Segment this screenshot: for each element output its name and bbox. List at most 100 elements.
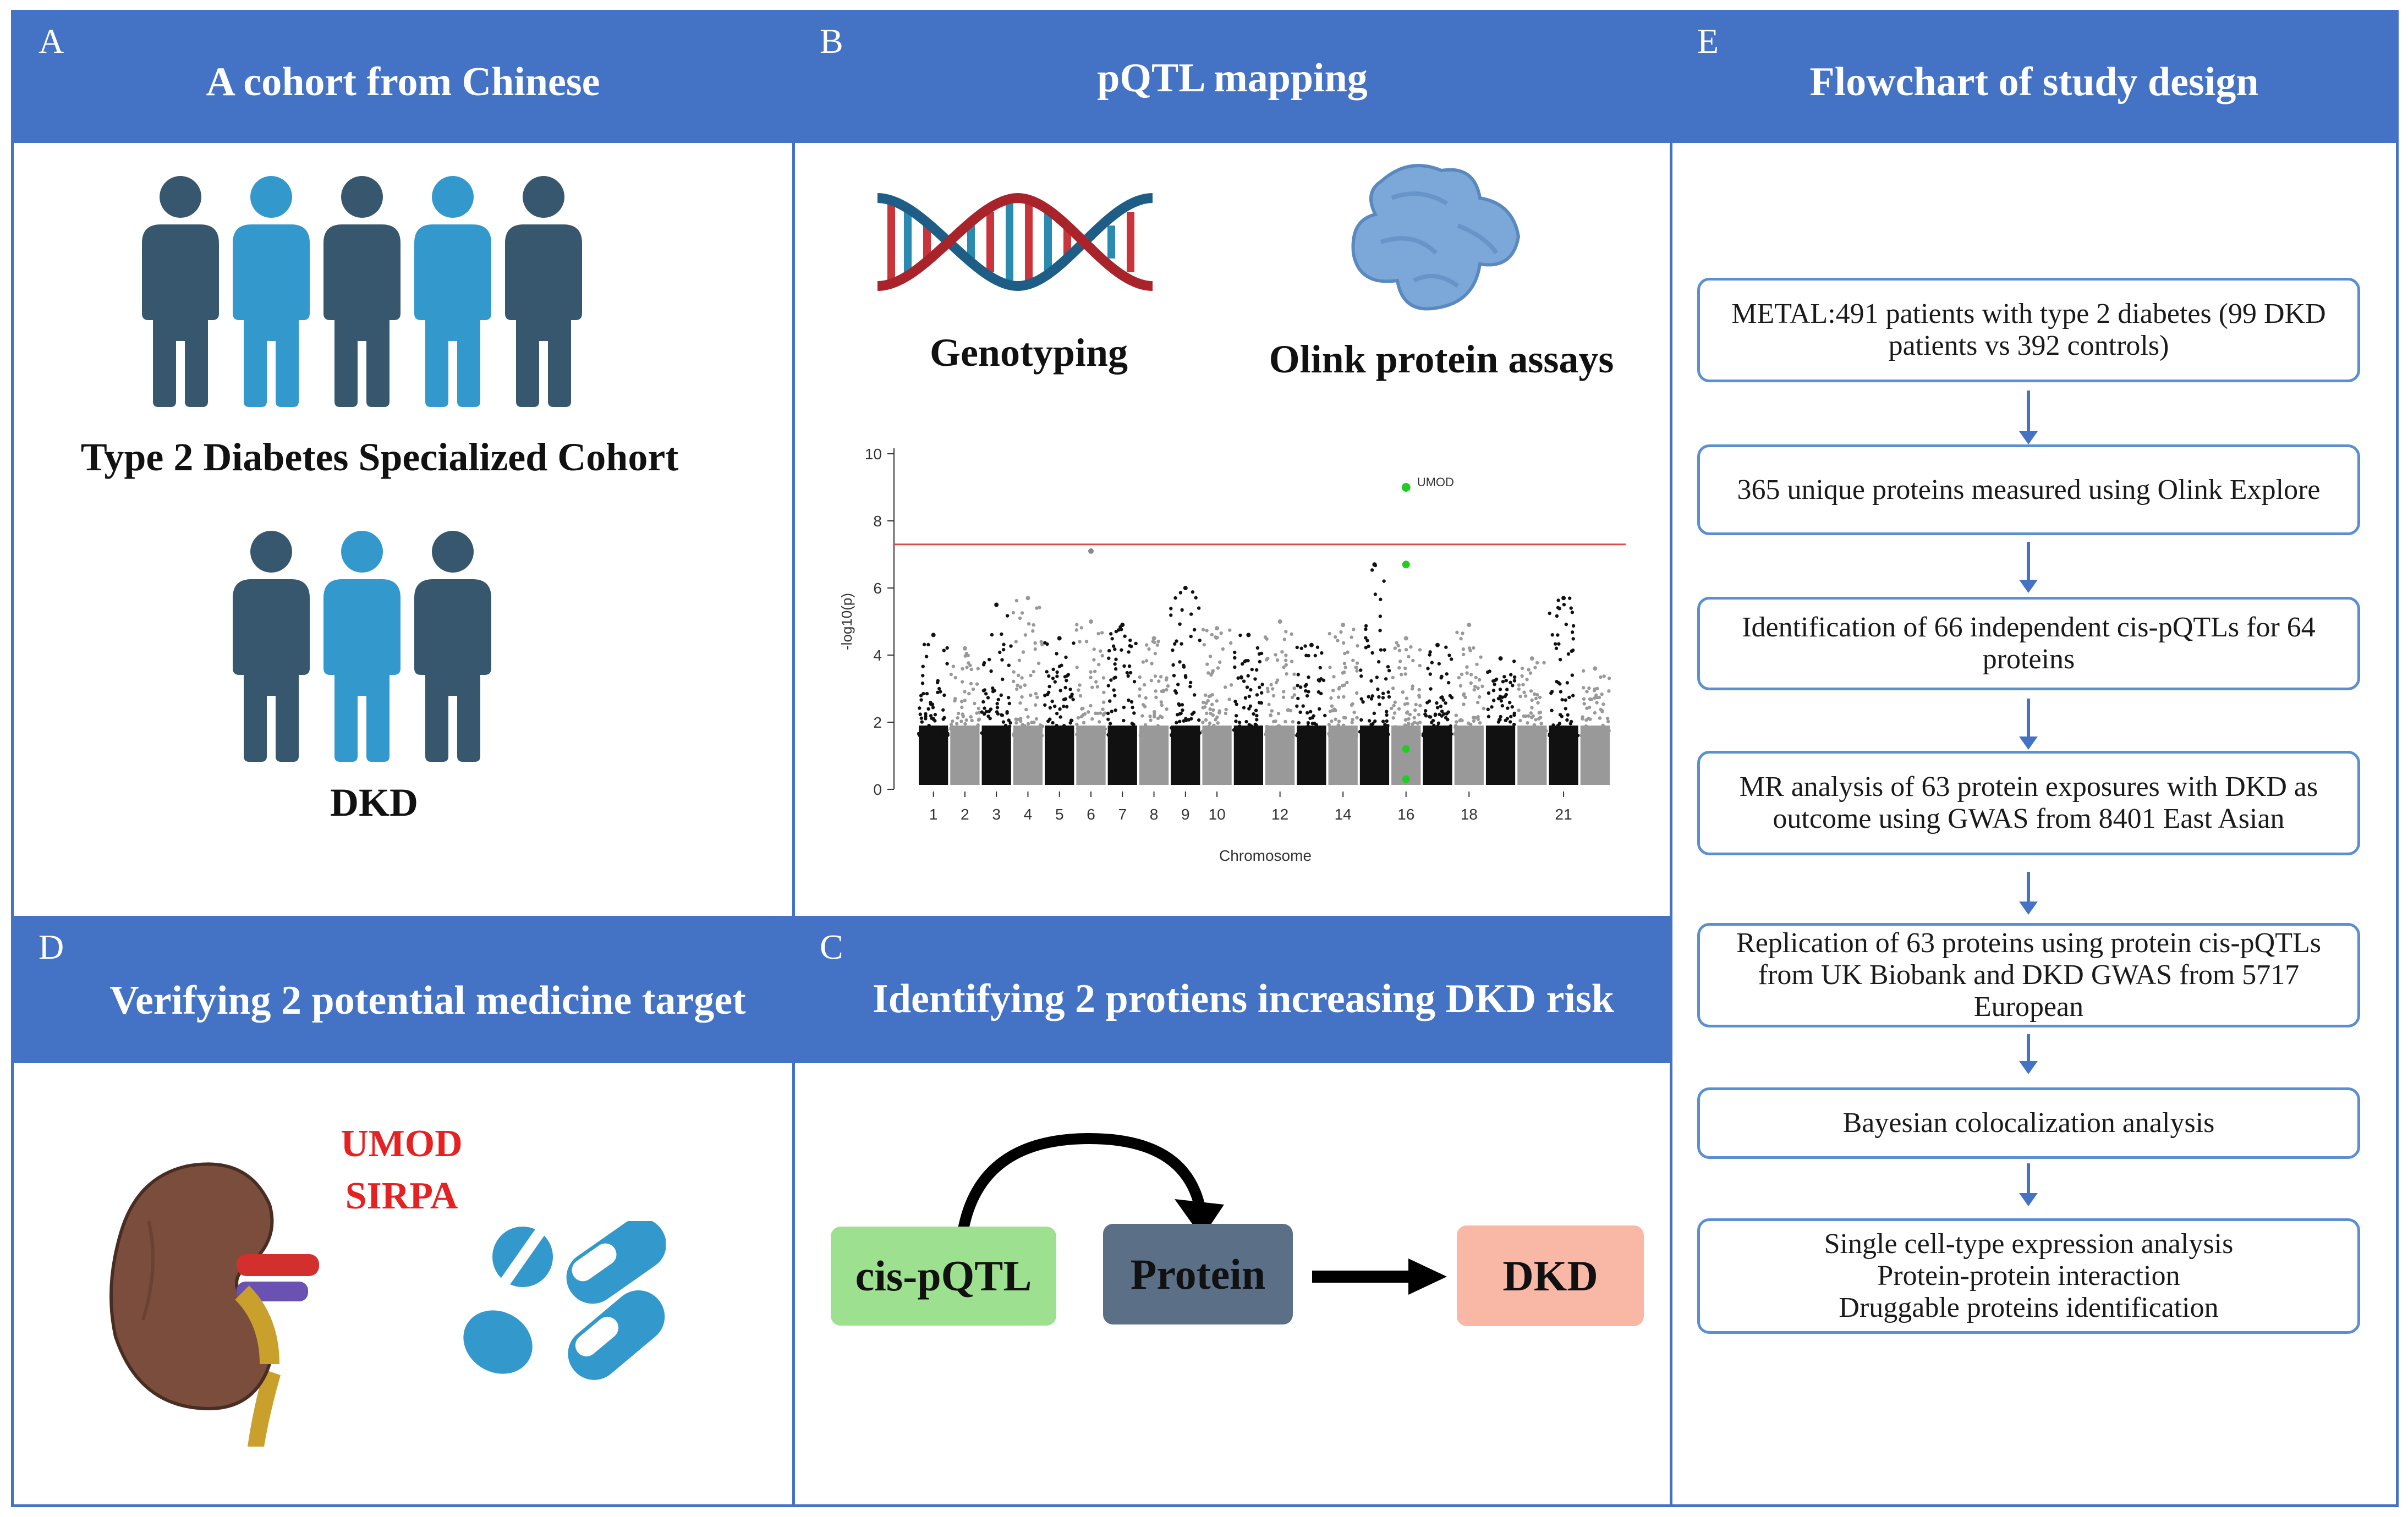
flow-arrow-2 xyxy=(2019,542,2038,593)
snp-point xyxy=(1411,684,1415,688)
snp-point xyxy=(1113,662,1117,666)
snp-point xyxy=(1433,712,1438,716)
snp-point xyxy=(931,728,935,732)
snp-point xyxy=(1378,614,1383,618)
snp-point xyxy=(1173,642,1177,646)
snp-point xyxy=(1473,716,1477,720)
snp-point xyxy=(1495,733,1499,737)
snp-point xyxy=(1018,685,1023,689)
snp-point xyxy=(1301,729,1304,733)
snp-point xyxy=(1544,729,1548,733)
snp-point xyxy=(1318,726,1323,730)
snp-point xyxy=(1512,679,1517,683)
snp-point xyxy=(1223,733,1227,738)
snp-point xyxy=(1472,733,1477,736)
snp-point xyxy=(1138,687,1142,691)
snp-peak-point xyxy=(1309,642,1314,647)
snp-point xyxy=(1132,680,1137,684)
snp-point xyxy=(1159,675,1163,679)
snp-point xyxy=(1482,706,1486,711)
snp-point xyxy=(1107,733,1112,737)
x-tick-label: 2 xyxy=(961,806,969,823)
snp-point xyxy=(1428,653,1431,657)
snp-point xyxy=(1138,675,1142,679)
snp-point xyxy=(1510,705,1514,709)
snp-point xyxy=(1075,666,1079,669)
snp-point xyxy=(1032,669,1035,674)
snp-point xyxy=(1341,641,1346,645)
snp-point xyxy=(1505,734,1510,738)
snp-point xyxy=(1386,664,1390,669)
snp-point xyxy=(1508,720,1512,724)
snp-point xyxy=(984,710,989,713)
snp-point xyxy=(1106,684,1110,688)
snp-point xyxy=(1555,614,1559,618)
dkd-label: DKD xyxy=(330,781,418,825)
snp-point xyxy=(1391,716,1395,720)
snp-point xyxy=(976,723,980,727)
snp-point xyxy=(1527,668,1531,672)
snp-point xyxy=(1576,733,1580,738)
snp-point xyxy=(1591,733,1595,737)
snp-point xyxy=(1504,692,1508,697)
snp-point xyxy=(1096,732,1100,736)
snp-point xyxy=(1462,733,1467,737)
snp-point xyxy=(1365,639,1369,642)
snp-point xyxy=(1128,638,1132,642)
snp-point xyxy=(1486,670,1490,674)
snp-point xyxy=(1426,667,1430,670)
snp-point xyxy=(1406,701,1409,706)
snp-point xyxy=(1155,643,1160,647)
snp-point xyxy=(1007,701,1011,706)
snp-point xyxy=(1148,714,1152,718)
panel-c-letter: C xyxy=(820,927,843,966)
snp-point xyxy=(1479,655,1483,659)
snp-point xyxy=(1453,725,1458,729)
snp-point xyxy=(959,719,963,723)
snp-point xyxy=(1177,726,1181,730)
snp-point xyxy=(927,725,931,729)
snp-point xyxy=(1028,728,1032,733)
snp-point xyxy=(1296,696,1300,701)
y-tick-label: 6 xyxy=(873,580,882,597)
x-tick-label: 9 xyxy=(1181,806,1190,823)
snp-point xyxy=(1350,703,1354,707)
snp-point xyxy=(1406,710,1409,714)
snp-point xyxy=(1021,650,1025,654)
snp-point xyxy=(1165,707,1169,711)
panel-e-header: E Flowchart of study design xyxy=(1670,10,2399,143)
x-tick-label: 14 xyxy=(1335,806,1352,823)
snp-point xyxy=(1097,662,1101,667)
snp-point xyxy=(1227,697,1231,701)
snp-point xyxy=(1554,733,1558,737)
snp-point xyxy=(1284,730,1288,734)
snp-point xyxy=(942,716,946,720)
snp-point xyxy=(1029,693,1033,697)
snp-point xyxy=(1214,725,1218,729)
snp-point xyxy=(1215,635,1219,640)
snp-point xyxy=(984,733,988,737)
snp-point xyxy=(1296,673,1300,677)
snp-point xyxy=(1523,694,1528,698)
snp-point xyxy=(1250,667,1254,672)
flow-step-3: Identification of 66 independent cis-pQT… xyxy=(1697,597,2360,690)
snp-point xyxy=(1272,733,1276,737)
snp-point xyxy=(1153,652,1158,656)
snp-point xyxy=(1096,631,1100,636)
snp-point xyxy=(1273,726,1277,730)
snp-point xyxy=(1506,730,1510,735)
snp-point xyxy=(1063,697,1068,701)
snp-point xyxy=(1379,597,1383,601)
snp-peak-point xyxy=(1593,666,1598,671)
snp-point xyxy=(1266,733,1271,738)
snp-point xyxy=(920,681,925,685)
snp-point xyxy=(1599,675,1603,679)
snp-point xyxy=(1253,677,1257,681)
snp-point xyxy=(1410,687,1414,691)
snp-point xyxy=(1197,718,1201,722)
snp-point xyxy=(996,712,1000,716)
snp-point xyxy=(1306,721,1310,725)
snp-point xyxy=(1336,723,1340,727)
dkd-box: DKD xyxy=(1457,1225,1644,1326)
snp-point xyxy=(1390,706,1394,711)
